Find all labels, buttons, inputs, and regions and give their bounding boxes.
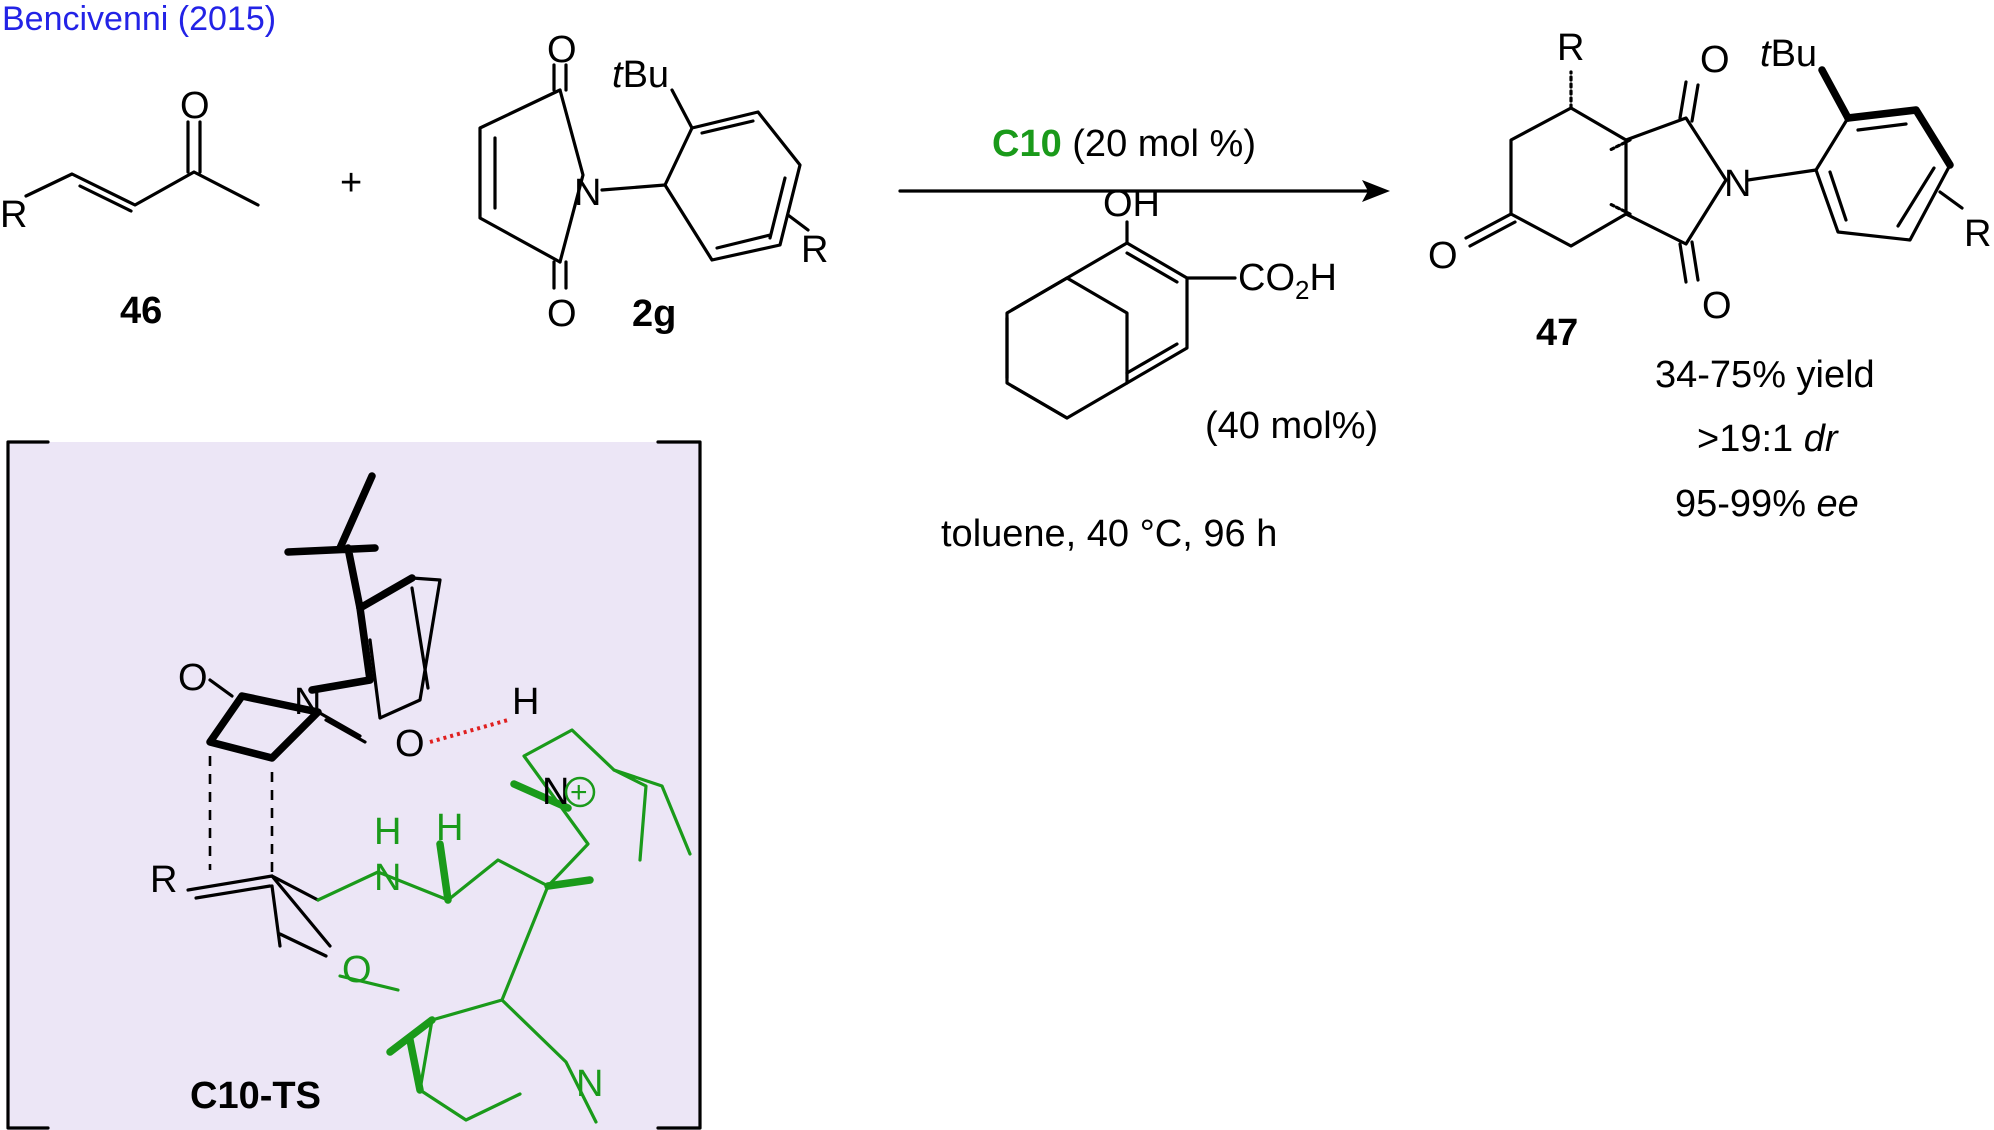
- ts-positive-charge: +: [570, 776, 588, 809]
- ts-positive-charge-circle: [564, 776, 596, 808]
- maleimide-tbu: tBu: [612, 54, 669, 96]
- maleimide-o-top: O: [547, 29, 577, 71]
- product-r-top: R: [1557, 27, 1584, 69]
- maleimide-ring-r: R: [801, 229, 828, 271]
- reaction-conditions: C10 (20 mol %) OH CO2H (40 mol%) toluene…: [898, 123, 1390, 555]
- product-yield: 34-75% yield: [1655, 354, 1875, 396]
- enone-r-label: R: [0, 194, 27, 236]
- additive-co2h: CO2H: [1238, 257, 1337, 305]
- compound-label-2g: 2g: [632, 293, 676, 335]
- author-year-caption: Bencivenni (2015): [2, 0, 276, 38]
- enone-46-structure: R O 46: [0, 85, 260, 332]
- product-tbu: tBu: [1760, 33, 1817, 75]
- product-o-ketone: O: [1428, 235, 1458, 277]
- ts-nh-n: N: [374, 857, 401, 899]
- maleimide-n: N: [574, 172, 601, 214]
- solvent-temp-time: toluene, 40 °C, 96 h: [941, 513, 1277, 555]
- compound-label-47: 47: [1536, 312, 1578, 354]
- ts-bracket-left: [6, 440, 50, 1130]
- product-o-top: O: [1700, 39, 1730, 81]
- co-part: CO: [1238, 257, 1295, 299]
- transition-state-panel: O N O H N + H N H R O N C10-TS: [6, 440, 702, 1130]
- ts-n-imide: N: [294, 681, 321, 723]
- compound-label-46: 46: [120, 290, 162, 332]
- ts-background: [8, 442, 700, 1130]
- enone-o-label: O: [180, 85, 210, 127]
- additive-loading: (40 mol%): [1205, 405, 1378, 447]
- product-dr: >19:1 dr: [1697, 418, 1839, 460]
- dr-value: >19:1: [1697, 418, 1804, 460]
- ts-quinoline-n: N: [576, 1063, 603, 1105]
- ee-unit: ee: [1817, 483, 1859, 525]
- product-tbu-bu: Bu: [1771, 33, 1817, 75]
- ts-ch-h: H: [436, 807, 463, 849]
- catalyst-name-c10: C10: [992, 123, 1062, 165]
- additive-oh: OH: [1103, 183, 1160, 225]
- catalyst-loading-text: C10 (20 mol %): [992, 123, 1256, 165]
- co2h-h: H: [1309, 257, 1336, 299]
- product-o-bottom: O: [1702, 285, 1732, 327]
- tbu-italic-t: t: [612, 54, 624, 96]
- dr-unit: dr: [1804, 418, 1839, 460]
- maleimide-o-bottom: O: [547, 293, 577, 335]
- ts-o-top: O: [178, 657, 208, 699]
- product-47-structure: R O O O N tBu R 47: [1428, 27, 1991, 354]
- ts-nh-h: H: [374, 811, 401, 853]
- ts-h-hbond: H: [512, 681, 539, 723]
- catalyst-load: (20 mol %): [1062, 123, 1256, 165]
- co2-subscript: 2: [1295, 275, 1309, 305]
- ts-methoxy-o: O: [342, 949, 372, 991]
- plus-sign: +: [340, 162, 362, 204]
- tbu-bu: Bu: [623, 54, 669, 96]
- ts-label: C10-TS: [190, 1075, 321, 1117]
- naphthoic-acid-structure: OH CO2H: [1005, 183, 1337, 420]
- maleimide-2g-structure: O O N tBu R 2g: [478, 29, 828, 335]
- product-tbu-t: t: [1760, 33, 1772, 75]
- ts-r: R: [150, 859, 177, 901]
- product-ring-r: R: [1964, 213, 1991, 255]
- ee-value: 95-99%: [1675, 483, 1817, 525]
- ts-o-hbond: O: [395, 723, 425, 765]
- product-ee: 95-99% ee: [1675, 483, 1859, 525]
- ts-bracket-right: [656, 440, 702, 1130]
- product-n: N: [1724, 163, 1751, 205]
- reaction-arrow-head: [1362, 180, 1390, 202]
